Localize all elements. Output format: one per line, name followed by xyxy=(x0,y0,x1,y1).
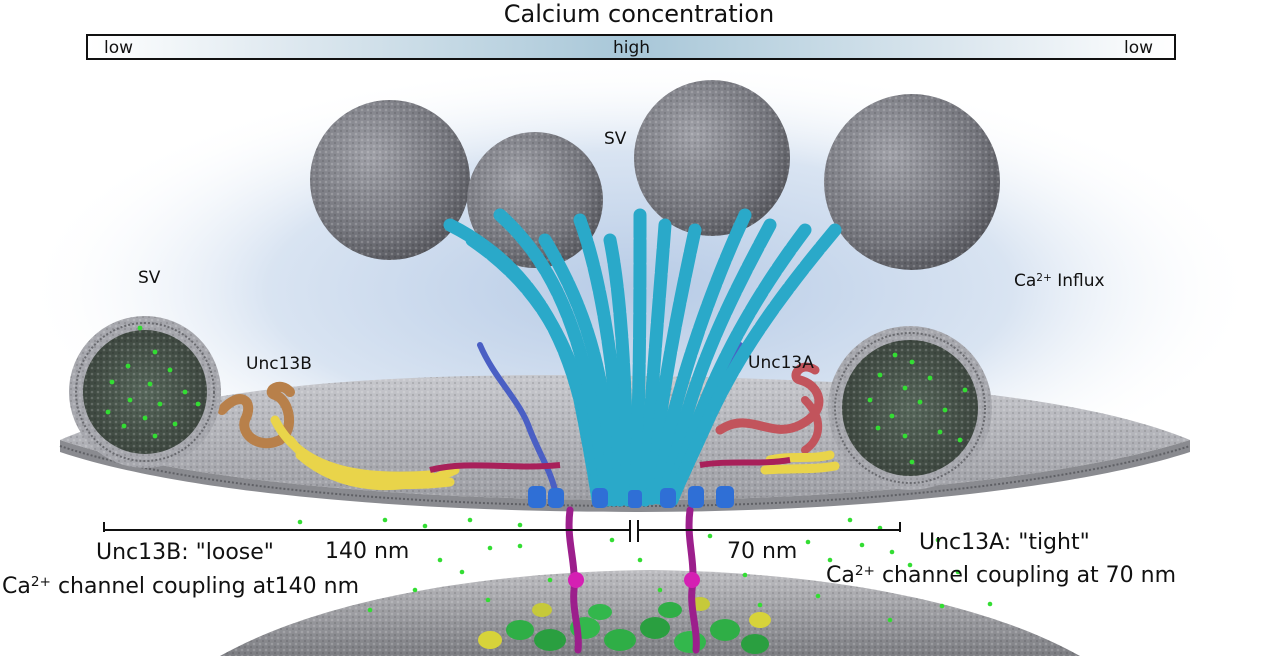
magenta-linker-left xyxy=(429,462,561,473)
sv-label-top: SV xyxy=(604,129,627,149)
magenta-linker-right xyxy=(699,457,791,468)
unc13a-caption-line1: Unc13A: "tight" xyxy=(919,530,1090,555)
unc13a-label: Unc13A xyxy=(748,353,814,373)
distance-140-label: 140 nm xyxy=(325,539,410,564)
gradient-low-right: low xyxy=(1124,38,1154,58)
magenta-tether xyxy=(565,506,700,654)
unc13a-linker xyxy=(715,362,824,435)
gradient-high: high xyxy=(613,38,651,58)
scale-bracket xyxy=(103,520,901,542)
postsynaptic-membrane xyxy=(220,570,1080,656)
vesicle-content-left xyxy=(105,325,201,439)
docked-vesicle-right xyxy=(828,326,992,490)
distance-70-label: 70 nm xyxy=(727,539,798,564)
synaptic-vesicles-top xyxy=(310,80,1000,270)
docked-vesicle-left xyxy=(69,316,221,468)
munc13-filaments xyxy=(443,208,842,507)
diagram-title: Calcium concentration xyxy=(503,0,775,28)
unc13b-caption-line1: Unc13B: "loose" xyxy=(96,540,274,565)
vesicle-content-right xyxy=(867,352,968,465)
unc13a-caption-line2: Ca2+ channel coupling at 70 nm xyxy=(826,563,1177,588)
unc13b-label: Unc13B xyxy=(246,354,312,374)
unc13b-caption-line2: Ca2+ channel coupling at140 nm xyxy=(2,574,360,599)
calcium-gradient-bar xyxy=(86,34,1176,60)
calcium-channels xyxy=(528,486,734,508)
ca-influx-label: Ca2+ Influx xyxy=(1014,271,1105,291)
yellow-domain-left xyxy=(270,415,460,491)
sv-label-left: SV xyxy=(138,268,161,288)
gradient-low-left: low xyxy=(104,38,134,58)
calcium-ions xyxy=(297,517,993,623)
unc13b-linker xyxy=(217,381,295,449)
